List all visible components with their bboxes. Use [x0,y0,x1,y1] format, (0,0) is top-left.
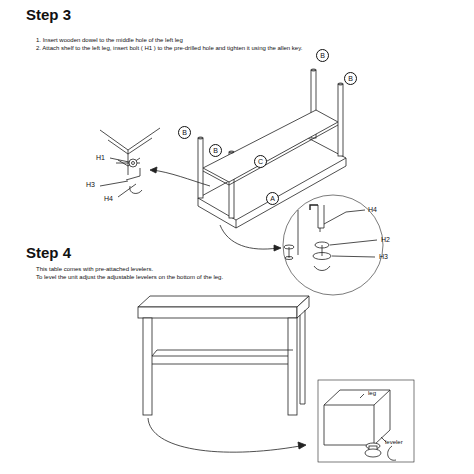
table-drawing [138,296,309,452]
part-code: H3 [86,181,95,190]
dowel-detail [100,128,210,197]
part-code: H4 [104,195,113,204]
part-code: H4 [368,206,377,215]
part-letter: B [316,49,329,62]
part-letter: B [209,144,222,157]
instruction-text: 2. Attach shelf to the left leg, insert … [36,45,316,53]
part-code: H1 [96,154,105,163]
step-heading: Step 4 [26,244,71,263]
part-letter: C [254,155,267,168]
instruction-text: This table comes with pre-attached level… [36,266,436,274]
frame-drawing [198,69,346,228]
part-code: H3 [379,253,388,262]
instruction-text: 1. Insert wooden dowel to the middle hol… [36,37,336,45]
leveler-detail [318,380,414,462]
instruction-text: To level the unit adjust the adjustable … [36,274,436,282]
step-heading: Step 3 [26,6,71,25]
part-letter: B [344,72,357,85]
part-letter: B [178,126,191,139]
bolt-detail [220,195,383,295]
callout-text: leg [368,390,376,398]
part-letter: A [266,192,279,205]
callout-text: leveler [385,439,403,447]
part-code: H2 [381,236,390,245]
